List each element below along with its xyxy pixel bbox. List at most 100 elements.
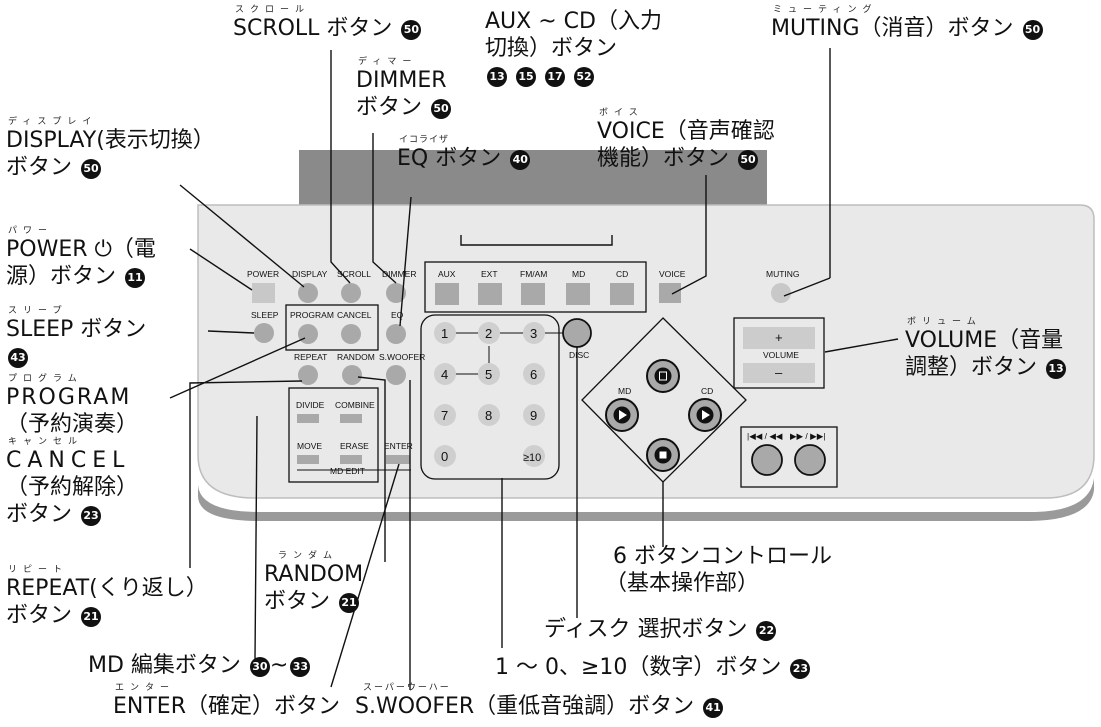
- disc-button[interactable]: [562, 318, 592, 348]
- callout-display-ruby: ディスプレイ: [8, 117, 98, 127]
- skip-fwd-button[interactable]: [794, 444, 826, 476]
- key-1[interactable]: [434, 322, 456, 344]
- leader-dimmer: [372, 133, 397, 284]
- dimmer-label: DIMMER: [382, 269, 416, 279]
- dimmer-button[interactable]: [386, 283, 406, 303]
- key-10plus[interactable]: [523, 445, 545, 467]
- cd-label: CD: [616, 269, 628, 279]
- callout-random: ランダム RANDOM ボタン 21: [264, 552, 363, 615]
- muting-button[interactable]: [771, 283, 791, 303]
- ext-button[interactable]: [478, 283, 502, 305]
- aux-label: AUX: [438, 269, 456, 279]
- divide-button[interactable]: [297, 414, 319, 423]
- key-4[interactable]: [434, 363, 456, 385]
- callout-repeat: リピート REPEAT(くり返し） ボタン 21: [6, 566, 208, 629]
- circled-num-52: 52: [574, 67, 594, 87]
- callout-dimmer-line2: ボタン: [356, 95, 423, 120]
- scroll-button[interactable]: [341, 283, 361, 303]
- callout-program-line2: （予約演奏）: [6, 412, 139, 437]
- key-10plus-label: ≥10: [523, 452, 541, 464]
- input-selector-group: [424, 261, 647, 313]
- move-button[interactable]: [297, 455, 319, 464]
- callout-volume-ruby: ボリューム: [907, 317, 982, 327]
- callout-voice-line2: 機能）ボタン: [597, 146, 730, 171]
- move-label: MOVE: [297, 441, 322, 451]
- callout-disc-select-text: ディスク 選択ボタン: [544, 617, 748, 642]
- md-label: MD: [572, 269, 585, 279]
- callout-scroll-ruby: スクロール: [235, 5, 311, 15]
- fmam-label: FM/AM: [520, 269, 547, 279]
- enter-button[interactable]: [386, 455, 410, 464]
- callout-muting: ミューティング MUTING（消音）ボタン 50: [771, 6, 1043, 42]
- cancel-button[interactable]: [341, 324, 361, 344]
- combine-button[interactable]: [340, 414, 362, 423]
- leader-power: [189, 248, 253, 291]
- callout-program-ruby: プログラム: [8, 374, 83, 384]
- volume-down-button[interactable]: [743, 363, 815, 383]
- skip-back-label: |◀◀ / ◀◀: [747, 431, 783, 441]
- callout-dimmer-ruby: ディマー: [358, 57, 418, 67]
- sleep-button[interactable]: [254, 323, 274, 343]
- fmam-button[interactable]: [521, 283, 545, 305]
- callout-repeat-line1: REPEAT(くり返し）: [6, 576, 208, 601]
- callout-display: ディスプレイ DISPLAY(表示切換） ボタン 50: [6, 118, 215, 181]
- key-2[interactable]: [478, 322, 500, 344]
- key-7[interactable]: [434, 404, 456, 426]
- circled-num-33: 33: [290, 657, 311, 677]
- key-0-label: 0: [441, 449, 448, 464]
- program-button[interactable]: [298, 324, 318, 344]
- key-9[interactable]: [523, 404, 545, 426]
- callout-eq: イコライザ EQ ボタン 40: [397, 136, 531, 172]
- leader-voice: [671, 175, 707, 295]
- key-0[interactable]: [434, 445, 456, 467]
- circled-num-22: 22: [756, 621, 777, 641]
- repeat-button[interactable]: [298, 365, 318, 385]
- leader-muting-b: [783, 277, 831, 297]
- callout-numeric-text: 1 ～ 0、≥10（数字）ボタン: [495, 655, 782, 680]
- key-3[interactable]: [523, 322, 545, 344]
- erase-button[interactable]: [340, 455, 362, 464]
- aux-button[interactable]: [435, 283, 459, 305]
- leader-volume: [824, 338, 899, 353]
- callout-enter-text: ENTER（確定）ボタン: [113, 694, 340, 719]
- leader-scroll: [330, 50, 351, 284]
- callout-random-line2: ボタン: [264, 589, 331, 614]
- key-6[interactable]: [523, 363, 545, 385]
- leader-display: [179, 184, 305, 288]
- callout-md-edit: MD 編集ボタン 30~33: [88, 652, 311, 679]
- power-button[interactable]: [252, 283, 275, 303]
- callout-md-edit-text: MD 編集ボタン: [88, 653, 241, 678]
- callout-display-line2: ボタン: [6, 155, 73, 180]
- callout-enter-ruby: エンター: [115, 683, 176, 693]
- callout-display-line1: DISPLAY(表示切換）: [6, 128, 215, 153]
- voice-button[interactable]: [659, 283, 681, 303]
- display-label: DISPLAY: [292, 269, 328, 279]
- key-7-label: 7: [441, 408, 448, 423]
- eq-button[interactable]: [386, 324, 406, 344]
- swoofer-button[interactable]: [386, 365, 406, 385]
- volume-down-label: –: [775, 365, 783, 380]
- key-5-label: 5: [485, 367, 492, 382]
- callout-sleep: スリープ SLEEP ボタン 43: [6, 307, 146, 370]
- volume-up-button[interactable]: [743, 327, 815, 349]
- circled-num-30: 30: [249, 657, 270, 677]
- leader-eq: [399, 196, 412, 327]
- md-button[interactable]: [566, 283, 590, 305]
- eq-label: EQ: [391, 310, 404, 320]
- callout-numeric: 1 ～ 0、≥10（数字）ボタン 23: [495, 654, 811, 681]
- circled-num-17: 17: [545, 67, 565, 87]
- cd-button[interactable]: [610, 283, 634, 305]
- callout-random-ruby: ランダム: [278, 551, 339, 561]
- key-8[interactable]: [478, 404, 500, 426]
- key-5[interactable]: [478, 363, 500, 385]
- skip-back-button[interactable]: [751, 444, 783, 476]
- voice-label: VOICE: [659, 269, 686, 279]
- disc-label: DISC: [569, 350, 589, 360]
- panel-stripe: [198, 478, 1094, 521]
- divide-label: DIVIDE: [296, 400, 325, 410]
- program-cancel-group: [285, 304, 379, 351]
- callout-program-line1: PROGRAM: [6, 385, 132, 410]
- circled-num-23: 23: [81, 506, 102, 526]
- random-button[interactable]: [342, 365, 362, 385]
- display-button[interactable]: [298, 283, 318, 303]
